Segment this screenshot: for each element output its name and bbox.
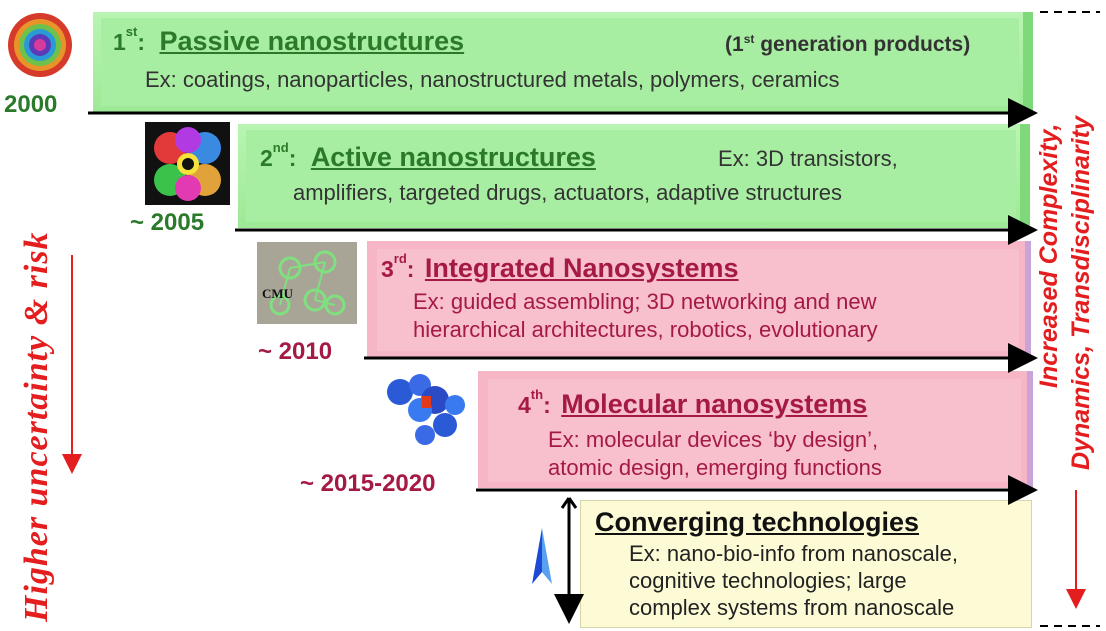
year-stage-1: 2000 (4, 91, 58, 118)
stage-5-box: Converging technologies Ex: nano-bio-inf… (580, 500, 1032, 628)
stage-4-description-line-2: atomic design, emerging functions (548, 455, 882, 480)
stage-2-title: Active nanostructures (310, 142, 596, 172)
stage-3-box: 3rd: Integrated Nanosystems Ex: guided a… (367, 241, 1031, 357)
stage-4-description-line-1: Ex: molecular devices ‘by design’, (548, 427, 879, 452)
right-axis-label-line-1: Increased Complexity, (1035, 123, 1063, 388)
stage-3-description-line-1: Ex: guided assembling; 3D networking and… (413, 289, 877, 314)
stage-3-title: Integrated Nanosystems (424, 253, 739, 283)
stage-1-description: Ex: coatings, nanoparticles, nanostructu… (145, 67, 840, 92)
stage-3-description-line-2: hierarchical architectures, robotics, ev… (413, 317, 878, 342)
molecular-nanosystem-image (387, 374, 465, 445)
left-axis-label: Higher uncertainty & risk (18, 231, 55, 622)
stage-5-description-line-2: cognitive technologies; large (629, 568, 907, 593)
stage-1-heading: 1st: Passive nanostructures (113, 24, 465, 57)
stage-4-title: Molecular nanosystems (561, 389, 868, 419)
stage-5-title: Converging technologies (595, 507, 920, 537)
stage-2-description: amplifiers, targeted drugs, actuators, a… (293, 180, 843, 205)
stage-5-description-line-3: complex systems from nanoscale (629, 595, 955, 620)
year-stage-2: ~ 2005 (130, 209, 205, 236)
stage-2-number: 2nd: (260, 140, 297, 171)
stage-3-heading: 3rd: Integrated Nanosystems (381, 251, 739, 284)
stage-1-title: Passive nanostructures (159, 26, 465, 56)
nanoparticle-image (8, 13, 72, 77)
stage-1-note: (1st generation products) (725, 32, 971, 56)
stage-4-heading: 4th: Molecular nanosystems (518, 387, 868, 420)
year-stage-3: ~ 2010 (258, 338, 333, 365)
active-nanostructure-image (145, 122, 230, 205)
stage-2-note: Ex: 3D transistors, (718, 146, 898, 171)
integrated-nanosystem-image (257, 242, 357, 324)
stage-2-heading: 2nd: Active nanostructures (260, 140, 596, 173)
stage-2-box: 2nd: Active nanostructures Ex: 3D transi… (238, 124, 1030, 228)
year-stage-4: ~ 2015-2020 (300, 470, 436, 497)
stage-1-box: 1st: Passive nanostructures (1st generat… (93, 12, 1033, 112)
stage-1-number: 1st: (113, 24, 146, 55)
converging-arrow-icon (532, 528, 552, 584)
stage-4-box: 4th: Molecular nanosystems Ex: molecular… (478, 371, 1033, 488)
right-axis-label-line-2: Dynamics, Transdisciplinarity (1067, 116, 1095, 470)
stage-3-number: 3rd: (381, 251, 415, 282)
stage-5-description-line-1: Ex: nano-bio-info from nanoscale, (629, 541, 958, 566)
stage-4-number: 4th: (518, 387, 551, 418)
cmu-label: CMU (262, 286, 294, 301)
